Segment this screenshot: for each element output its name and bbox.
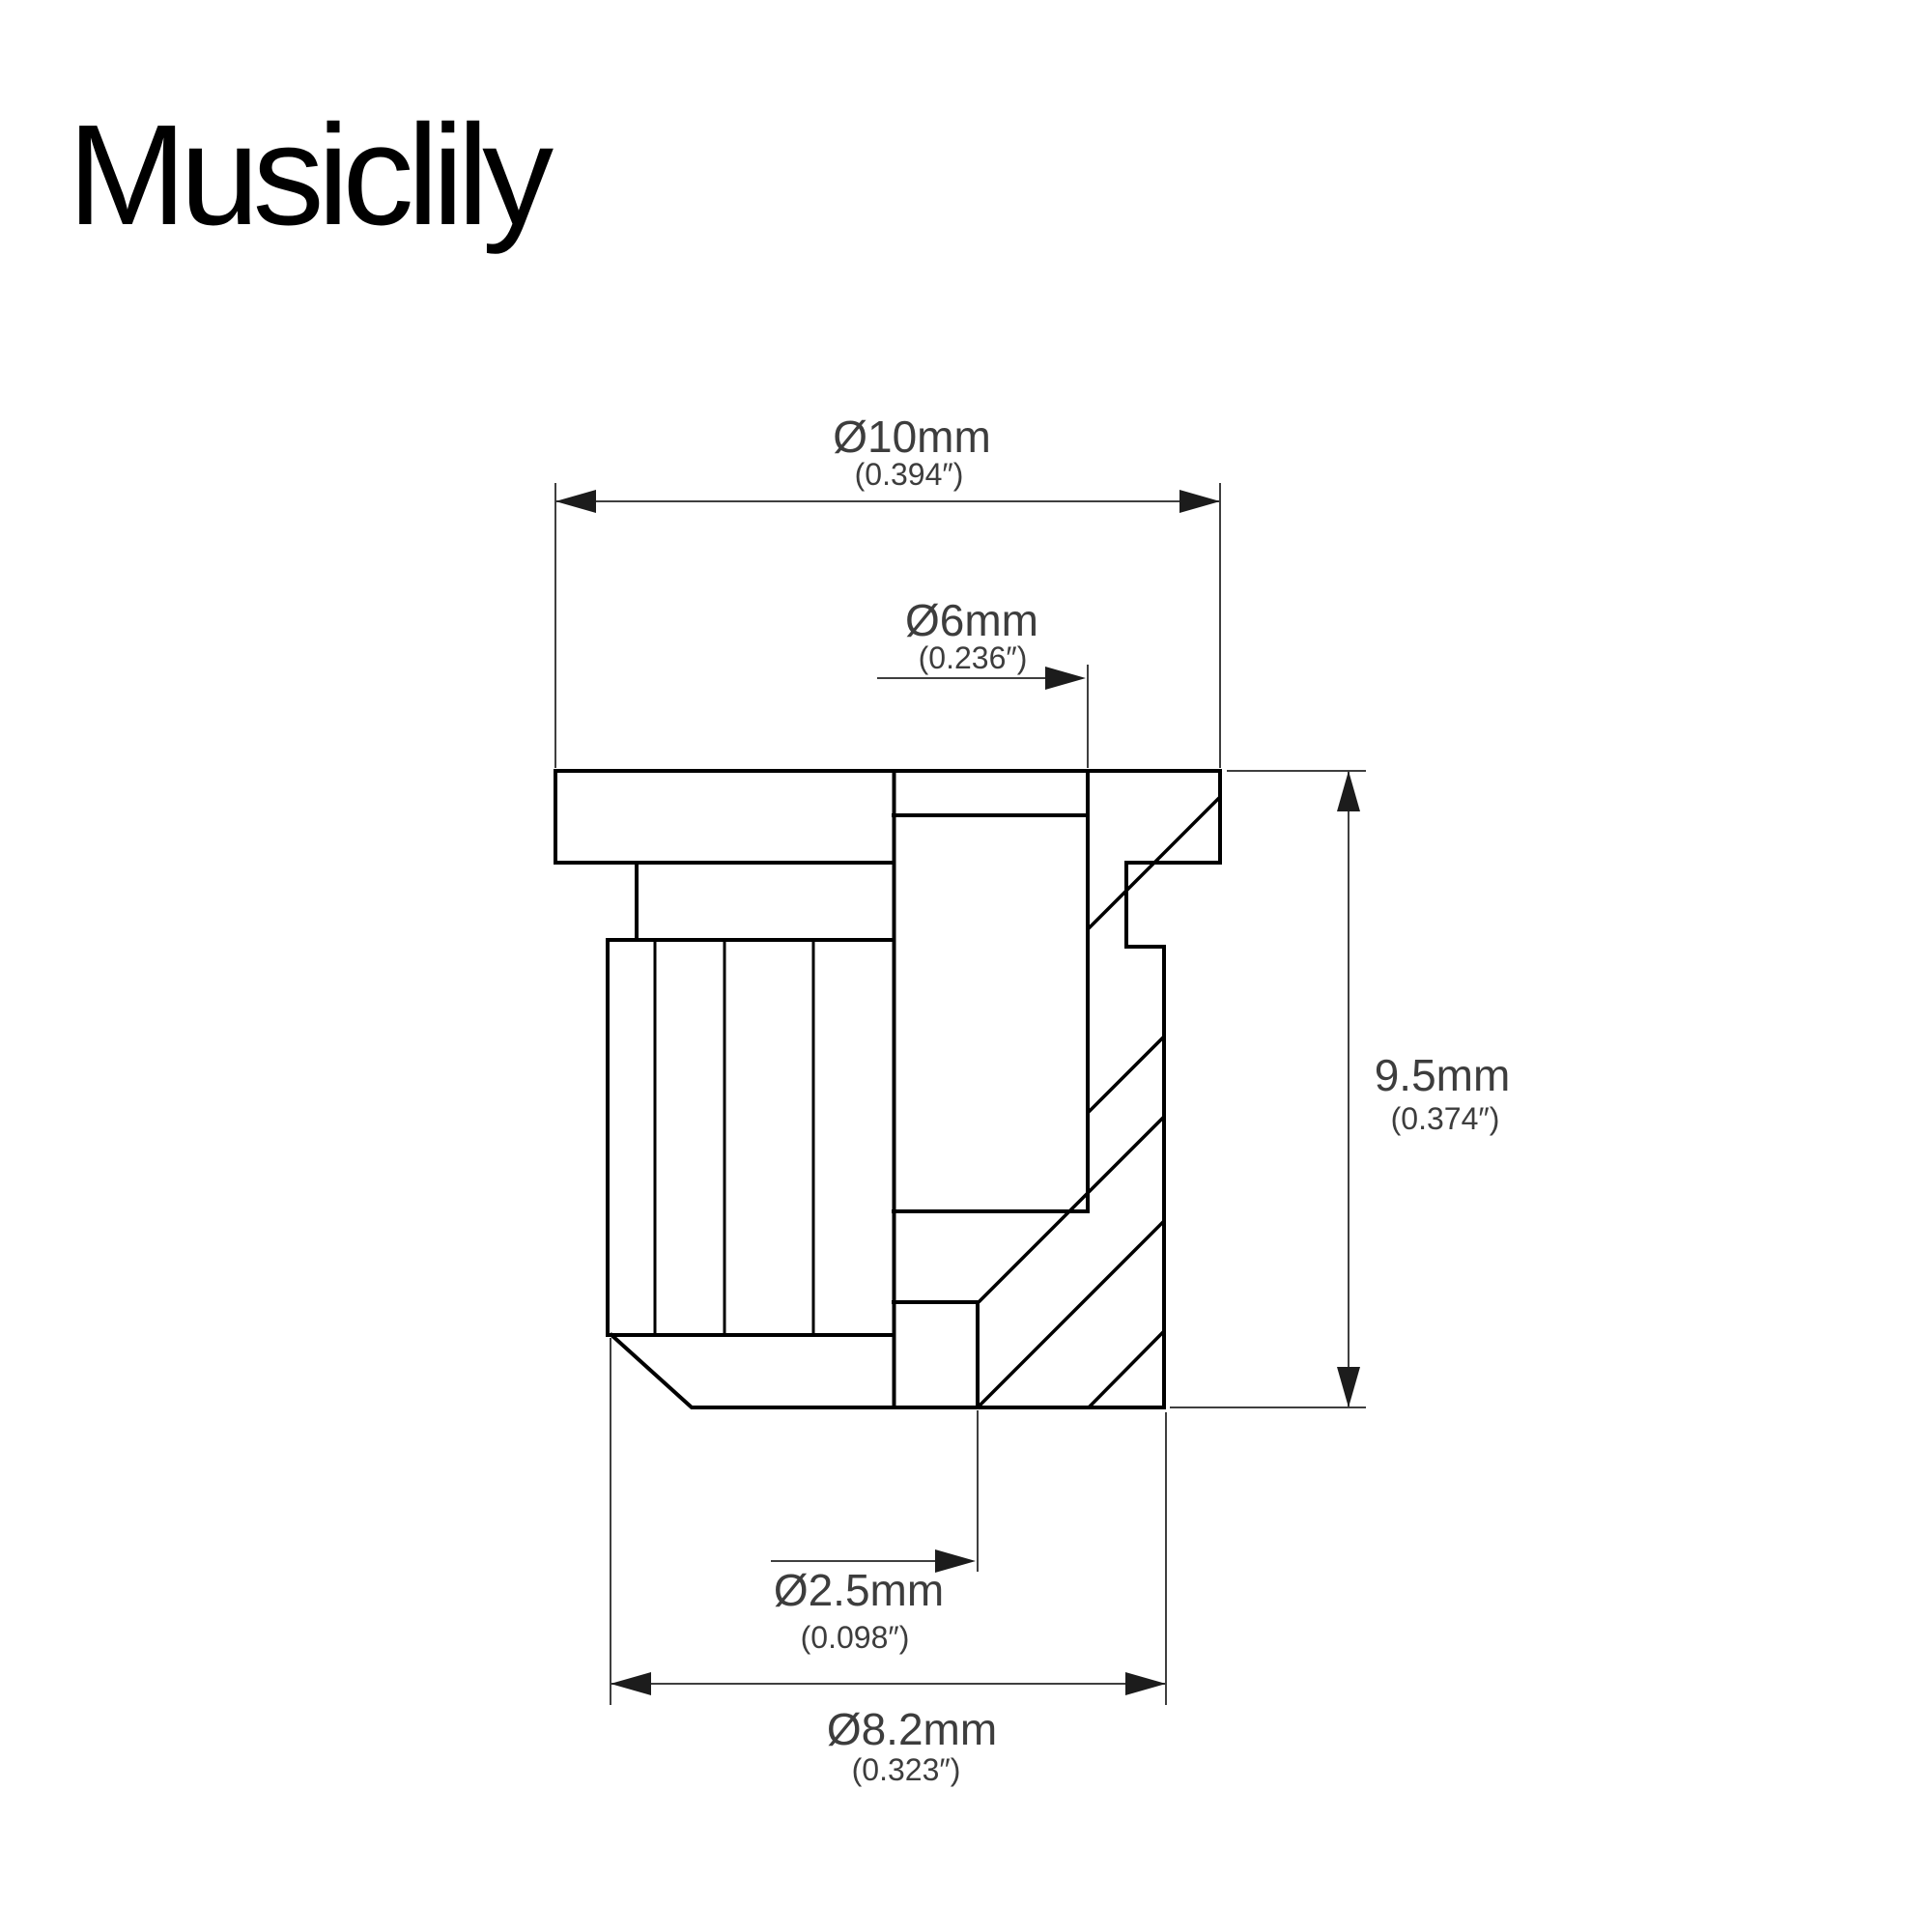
exit-hole-step-outline <box>892 1300 980 1409</box>
hatch-line <box>1086 795 1222 931</box>
hole-diameter-mm-label: Ø2.5mm <box>774 1565 944 1615</box>
bore-outline <box>892 769 1090 1213</box>
arrowhead-left <box>611 1672 651 1695</box>
brand-title: Musiclily <box>68 96 554 255</box>
dim-hole-diameter: Ø2.5mm (0.098″) <box>771 1410 979 1655</box>
flange-and-right-wall-outline <box>554 769 1222 1409</box>
part-outline <box>554 769 1222 1409</box>
dim-bore-diameter: Ø6mm (0.236″) <box>877 595 1089 768</box>
arrowhead-left <box>555 490 596 513</box>
arrowhead-up <box>1337 771 1360 811</box>
flange-diameter-inch-label: (0.394″) <box>855 457 964 492</box>
hatch-line <box>977 1115 1166 1304</box>
height-mm-label: 9.5mm <box>1375 1050 1511 1100</box>
dim-body-diameter: Ø8.2mm (0.323″) <box>610 1338 1167 1787</box>
body-diameter-mm-label: Ø8.2mm <box>827 1704 997 1754</box>
knurl-lines <box>653 940 815 1335</box>
dim-height: 9.5mm (0.374″) <box>1170 770 1511 1408</box>
bore-diameter-mm-label: Ø6mm <box>905 595 1038 645</box>
knurl-body-outline <box>606 938 895 1337</box>
dim-flange-diameter: Ø10mm (0.394″) <box>554 412 1221 768</box>
body-diameter-inch-label: (0.323″) <box>852 1752 961 1787</box>
hatch-line <box>1087 1329 1166 1409</box>
flange-diameter-mm-label: Ø10mm <box>833 412 991 462</box>
hatch-line <box>976 1219 1166 1409</box>
arrowhead-right <box>1179 490 1220 513</box>
bore-diameter-inch-label: (0.236″) <box>919 640 1028 675</box>
bottom-chamfer <box>609 1332 895 1409</box>
arrowhead-right <box>935 1549 976 1573</box>
hole-diameter-inch-label: (0.098″) <box>801 1620 910 1655</box>
arrowhead-right <box>1045 667 1086 690</box>
section-hatching <box>976 795 1222 1409</box>
arrowhead-down <box>1337 1367 1360 1407</box>
hatch-line <box>1086 1035 1166 1115</box>
arrowhead-right <box>1125 1672 1166 1695</box>
height-inch-label: (0.374″) <box>1391 1101 1500 1136</box>
